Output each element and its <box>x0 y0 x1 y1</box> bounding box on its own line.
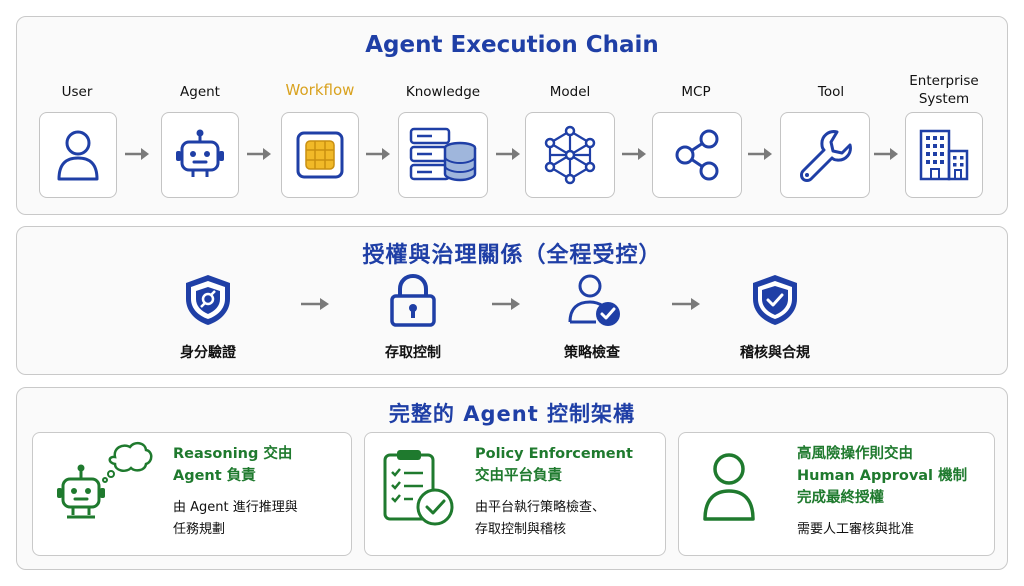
lock-icon <box>390 273 436 327</box>
building-icon <box>919 129 969 181</box>
chain-label-tool: Tool <box>817 84 845 100</box>
architecture-panel: 完整的 Agent 控制架構 Reasoning 交由 Agent 負責 由 A… <box>16 387 1008 570</box>
arrow-icon <box>622 148 646 160</box>
chain-label-enterprise-system: Enterprise System <box>909 73 979 107</box>
chain-node-user <box>39 112 117 198</box>
share-icon <box>675 129 719 181</box>
chain-label-knowledge: Knowledge <box>405 84 481 100</box>
card-human-heading: 高風險操作則交由 Human Approval 機制 完成最終授權 <box>797 446 968 506</box>
card-reasoning-body: 由 Agent 進行推理與 任務規劃 <box>173 500 298 537</box>
network-icon <box>544 125 596 185</box>
card-human-body: 需要人工審核與批准 <box>797 522 915 537</box>
arrow-icon <box>672 298 700 310</box>
user-icon <box>57 130 99 181</box>
governance-panel: 授權與治理關係（全程受控） 身分驗證 存取控制 策略檢查 稽核與合規 <box>16 226 1008 375</box>
robot-thinking-icon <box>57 441 153 519</box>
user-check-icon <box>568 274 620 326</box>
card-policy-heading: Policy Enforcement 交由平台負責 <box>475 446 633 484</box>
database-icon <box>409 127 477 182</box>
governance-label-audit-compliance: 稽核與合規 <box>740 345 810 361</box>
card-reasoning-heading: Reasoning 交由 Agent 負責 <box>173 446 293 484</box>
wrench-icon <box>800 130 852 182</box>
chain-node-enterprise-system <box>905 112 983 198</box>
card-human-approval: 高風險操作則交由 Human Approval 機制 完成最終授權 需要人工審核… <box>678 432 995 556</box>
governance-label-policy-check: 策略檢查 <box>564 345 620 361</box>
arrow-icon <box>492 298 520 310</box>
robot-icon <box>176 129 224 177</box>
identity-shield-icon <box>186 275 230 325</box>
chain-node-workflow <box>281 112 359 198</box>
chain-label-workflow: Workflow <box>285 81 355 99</box>
governance-label-access-control: 存取控制 <box>385 345 441 361</box>
chain-node-mcp <box>652 112 742 198</box>
card-policy-enforcement: Policy Enforcement 交由平台負責 由平台執行策略檢查、 存取控… <box>364 432 666 556</box>
check-shield-icon <box>753 275 797 325</box>
arrow-icon <box>366 148 390 160</box>
architecture-title: 完整的 Agent 控制架構 <box>388 402 636 426</box>
chain-label-model: Model <box>549 84 591 100</box>
governance-title: 授權與治理關係（全程受控） <box>362 243 662 268</box>
card-policy-body: 由平台執行策略檢查、 存取控制與稽核 <box>475 500 606 537</box>
person-icon <box>703 453 755 521</box>
chain-node-model <box>525 112 615 198</box>
agent-execution-chain-panel: Agent Execution Chain User Agent Workflo… <box>16 16 1008 215</box>
arrow-icon <box>748 148 772 160</box>
arrow-icon <box>247 148 271 160</box>
chain-node-tool <box>780 112 870 198</box>
arrow-icon <box>874 148 898 160</box>
arrow-icon <box>125 148 149 160</box>
chain-label-user: User <box>61 84 93 100</box>
chain-node-agent <box>161 112 239 198</box>
arrow-icon <box>496 148 520 160</box>
chain-node-knowledge <box>398 112 488 198</box>
chain-label-mcp: MCP <box>681 84 711 100</box>
chain-label-agent: Agent <box>180 84 220 100</box>
arrow-icon <box>301 298 329 310</box>
chain-title: Agent Execution Chain <box>365 32 659 58</box>
chip-icon <box>296 131 344 179</box>
checklist-icon <box>383 450 454 526</box>
governance-label-identity: 身分驗證 <box>180 345 236 361</box>
card-reasoning: Reasoning 交由 Agent 負責 由 Agent 進行推理與 任務規劃 <box>32 432 352 556</box>
